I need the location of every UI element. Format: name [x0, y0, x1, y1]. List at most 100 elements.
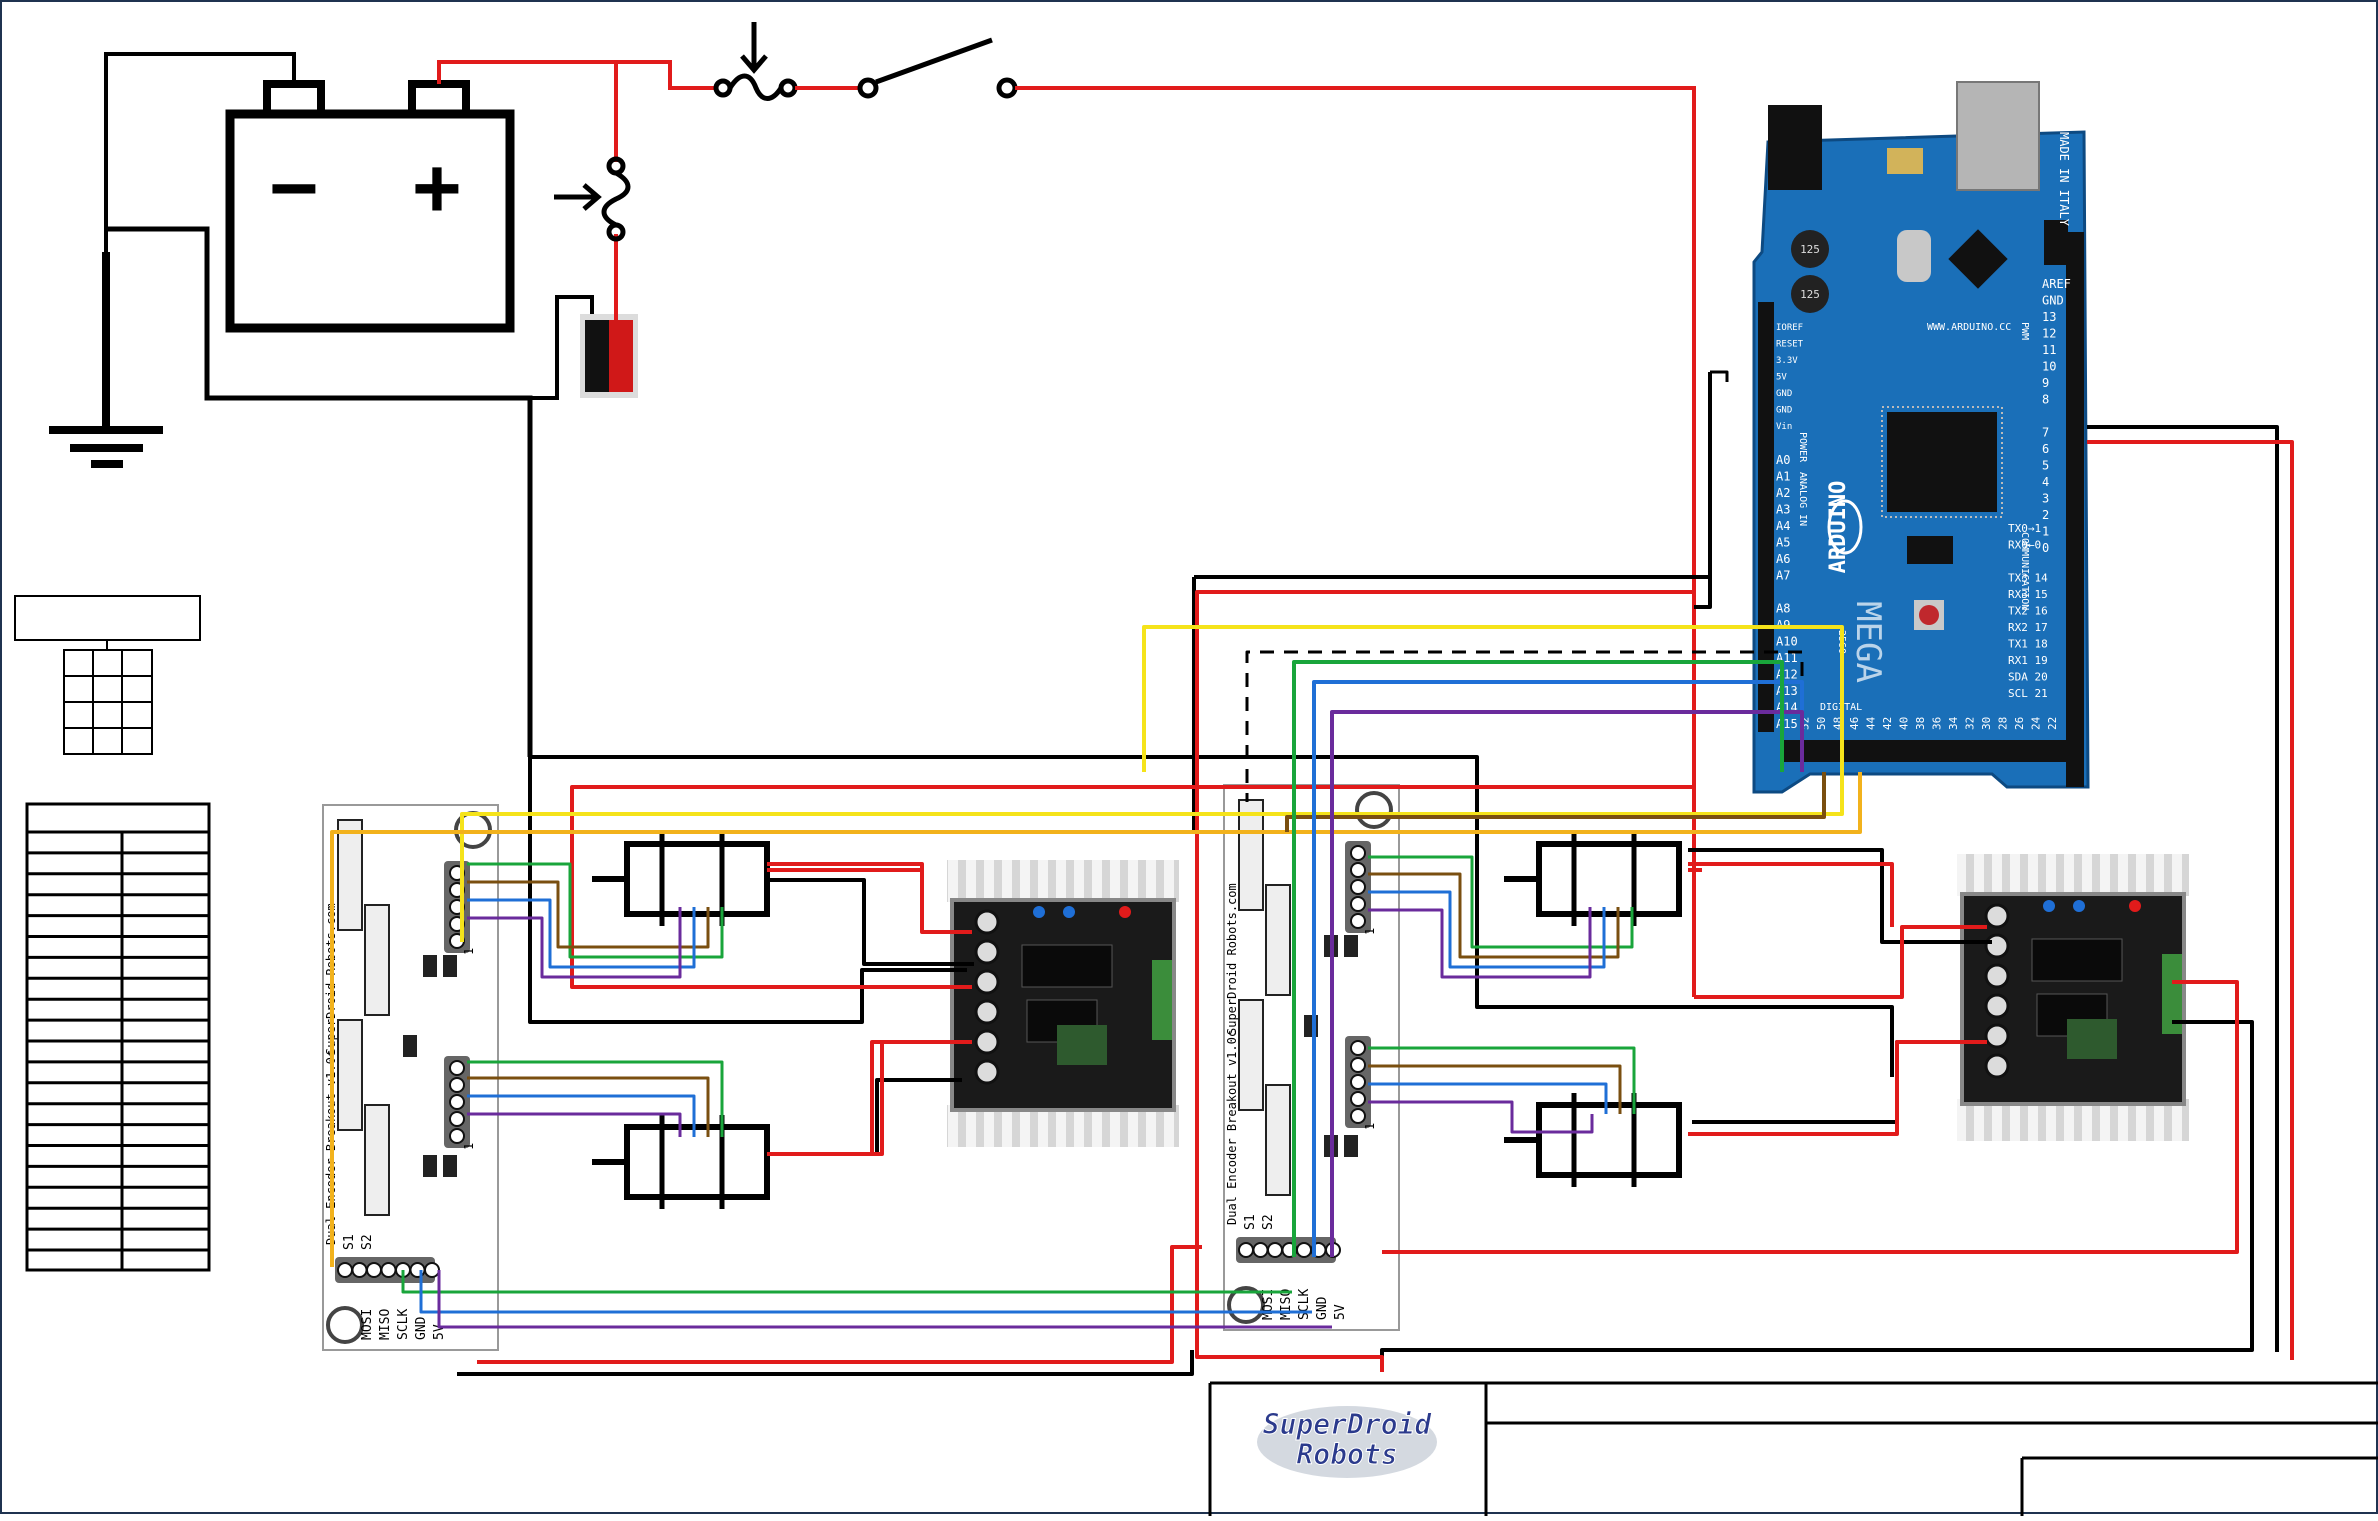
- screw-terminal-icon: [1984, 993, 2010, 1019]
- battery-plus-label: +: [413, 140, 461, 233]
- header-pin: [449, 1094, 465, 1110]
- title-block: [1208, 1381, 2378, 1516]
- wire: [1285, 772, 1826, 832]
- wire: [1688, 848, 1992, 944]
- arduino-power-pin-label: GND: [1776, 406, 1792, 416]
- arduino-analog-pin-label: A15: [1776, 717, 1798, 731]
- arduino-analog-pin-label: A6: [1776, 552, 1790, 566]
- encoder-ic: [364, 904, 390, 1016]
- encoder-header-mark: 1: [462, 948, 476, 955]
- arduino-analog-label: ANALOG IN: [1797, 472, 1808, 526]
- encoder-ic: [1238, 999, 1264, 1111]
- encoder-ic: [1238, 799, 1264, 911]
- encoder-pin-label: SCLK: [1297, 1289, 1312, 1320]
- arduino-power-pin-label: 3.3V: [1776, 356, 1798, 366]
- status-led-icon: [2073, 900, 2085, 912]
- left-header: [1758, 302, 1774, 732]
- arduino-digital-header-label: 28: [1997, 717, 2010, 730]
- header-pin: [449, 1111, 465, 1127]
- header-pin: [1350, 1074, 1366, 1090]
- icsp-header: [2044, 220, 2068, 265]
- driver-terminal: [2162, 954, 2182, 1034]
- arduino-comm-pin-label: RX2 17: [2008, 621, 2048, 634]
- screw-terminal-icon: [974, 939, 1000, 965]
- wire: [467, 1076, 710, 1137]
- wire: [457, 1350, 1194, 1376]
- wire: [1330, 710, 1804, 1257]
- arduino-comm-pin-label: TX0→1: [2008, 522, 2041, 535]
- wire-connector-ground: [530, 295, 594, 400]
- arduino-site: WWW.ARDUINO.CC: [1927, 322, 2011, 333]
- motor-body: [1536, 1102, 1682, 1178]
- wire: [1694, 925, 1987, 999]
- smd-component: [443, 955, 457, 977]
- driver-chip: [1057, 1025, 1107, 1065]
- driver-capacitor: [1021, 944, 1113, 988]
- smd-component: [423, 1155, 437, 1177]
- spi-pin: [1252, 1242, 1269, 1258]
- wire: [767, 1042, 884, 1156]
- wire: [467, 880, 710, 949]
- arduino-digital-pin-label: 0: [2042, 541, 2049, 555]
- wire: [767, 1078, 962, 1156]
- header-pin: [1350, 862, 1366, 878]
- encoder-pin-label: GND: [1315, 1296, 1330, 1320]
- smd-component: [403, 1035, 417, 1057]
- arduino-comm-pin-label: TX3 14: [2008, 572, 2048, 585]
- header-pin: [1350, 845, 1366, 861]
- encoder-ic: [1265, 1084, 1291, 1196]
- main-switch[interactable]: [857, 37, 1018, 99]
- usb-chip: [1948, 229, 2008, 289]
- header-pin: [1350, 1040, 1366, 1056]
- encoder-title: SuperDroid Robots.com: [1225, 883, 1239, 1035]
- encoder-header-mark: 1: [462, 1143, 476, 1150]
- usb-port: [1956, 81, 2040, 191]
- wire: [767, 1040, 972, 1156]
- driver-capacitor: [2031, 938, 2123, 982]
- wire: [467, 862, 724, 959]
- screw-terminal-icon: [1984, 963, 2010, 989]
- arduino-comm-label: COMMUNICATION: [2019, 532, 2030, 610]
- bottom-header: [1782, 740, 2078, 762]
- arduino-digital-pin-label: 11: [2042, 343, 2056, 357]
- superdroid-logo: SuperDroid Robots: [1257, 1406, 1437, 1478]
- encoder-ic: [337, 1019, 363, 1131]
- arduino-analog-pin-label: A7: [1776, 569, 1790, 583]
- arduino-digital-pin-label: 10: [2042, 360, 2056, 374]
- arduino-power-pin-label: GND: [1776, 389, 1792, 399]
- encoder-pin-label: SCLK: [396, 1309, 411, 1340]
- arduino-digital-pin-label: GND: [2042, 294, 2064, 308]
- spi-pin: [1238, 1242, 1254, 1258]
- smd-component: [1344, 935, 1358, 957]
- status-led-icon: [2129, 900, 2141, 912]
- wire: [528, 757, 967, 1024]
- motors: [592, 832, 1682, 1209]
- arduino-analog-pin-label: A4: [1776, 519, 1790, 533]
- arduino-digital-pin-label: 5: [2042, 459, 2049, 473]
- arduino-analog-pin-label: A0: [1776, 453, 1790, 467]
- wire-battery-ground: [104, 52, 296, 252]
- wire: [767, 878, 974, 966]
- svg-text:SuperDroid: SuperDroid: [1263, 1408, 1433, 1441]
- status-led-icon: [1033, 906, 1045, 918]
- wire: [477, 1245, 1202, 1364]
- smd-component: [443, 1155, 457, 1177]
- fuse-main: [713, 22, 798, 101]
- driver-chip: [2067, 1019, 2117, 1059]
- header-pin: [1350, 1108, 1366, 1124]
- header-pin: [1350, 896, 1366, 912]
- mcu-chip: [1887, 412, 1997, 512]
- arduino-digital-pin-label: 8: [2042, 393, 2049, 407]
- arduino-digital-header-label: 42: [1881, 717, 1894, 730]
- wire: [437, 1270, 1332, 1329]
- arduino-digital-pin-label: 13: [2042, 310, 2056, 324]
- arduino-comm-pin-label: TX2 16: [2008, 605, 2048, 618]
- wire: [1368, 1064, 1622, 1114]
- wire: [330, 772, 1862, 1267]
- arduino-power-pin-label: IOREF: [1776, 323, 1803, 333]
- arduino-digital-pin-label: AREF: [2042, 277, 2071, 291]
- header-pin: [1350, 1057, 1366, 1073]
